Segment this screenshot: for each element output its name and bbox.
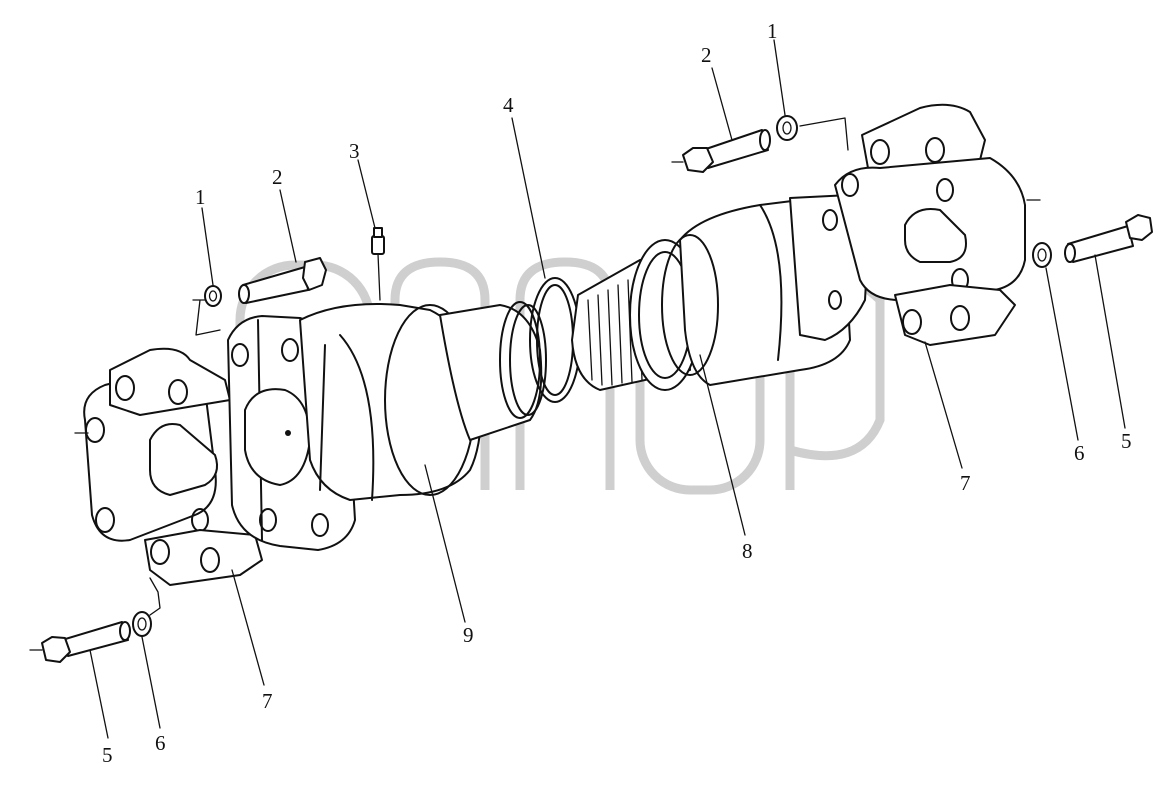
leader-lines bbox=[89, 39, 1126, 739]
callout-7-right: 7 bbox=[960, 471, 971, 495]
right-assembly bbox=[671, 103, 1153, 346]
callout-8: 8 bbox=[742, 539, 753, 563]
left-assembly bbox=[29, 227, 547, 663]
callout-6-right: 6 bbox=[1074, 441, 1085, 465]
slip-yoke-body bbox=[299, 301, 547, 501]
left-bolt-centerline bbox=[192, 299, 221, 336]
left-upper-bolt bbox=[238, 257, 327, 304]
callout-4: 4 bbox=[503, 93, 514, 117]
right-lower-bolt bbox=[1064, 214, 1153, 263]
left-lower-bolt bbox=[29, 577, 161, 663]
callout-9: 9 bbox=[463, 623, 474, 647]
callout-2-right: 2 bbox=[701, 43, 712, 67]
splined-shaft bbox=[571, 194, 871, 391]
callout-labels: 1 2 3 4 2 1 5 6 7 8 9 7 5 6 bbox=[102, 19, 1132, 767]
callout-1-right: 1 bbox=[767, 19, 778, 43]
left-lock-washer bbox=[204, 285, 222, 307]
callout-5-left: 5 bbox=[102, 743, 113, 767]
callout-3: 3 bbox=[349, 139, 360, 163]
right-upper-bolt bbox=[671, 129, 771, 173]
right-upper-washer bbox=[776, 115, 849, 151]
callout-6-left: 6 bbox=[155, 731, 166, 755]
grease-fitting bbox=[371, 227, 385, 301]
left-lower-washer bbox=[132, 611, 152, 637]
right-lower-washer bbox=[1032, 242, 1052, 268]
callout-1-left: 1 bbox=[195, 185, 206, 209]
callout-2-left: 2 bbox=[272, 165, 283, 189]
callout-7-left: 7 bbox=[262, 689, 273, 713]
right-universal-joint bbox=[834, 103, 1041, 346]
callout-5-right: 5 bbox=[1121, 429, 1132, 453]
